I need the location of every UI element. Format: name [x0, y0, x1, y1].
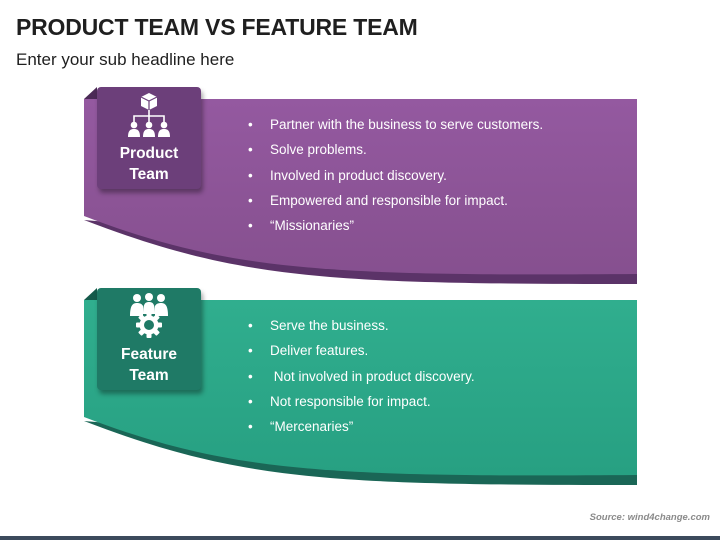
team-gear-icon [130, 293, 168, 338]
source-credit: Source: wind4change.com [589, 512, 710, 523]
bullet-text: Partner with the business to serve custo… [270, 117, 544, 132]
bullet-dot: • [248, 318, 253, 333]
product-team-label: Product Team [119, 145, 179, 183]
org-chart-icon [128, 93, 170, 137]
product-panel [84, 99, 637, 275]
bullet-dot: • [248, 117, 253, 132]
bullet-dot: • [248, 142, 253, 158]
bullet-dot: • [248, 192, 253, 208]
bottom-bar [0, 536, 720, 540]
bullet-text: “Mercenaries” [270, 419, 354, 435]
list-item: • Involved in product discovery. [246, 163, 543, 188]
feature-team-bullets: •Serve the business. •Deliver features. … [246, 313, 475, 439]
list-item: • “Mercenaries” [246, 414, 475, 439]
bullet-dot: • [248, 218, 253, 234]
list-item: • Partner with the business to serve cust… [246, 112, 543, 137]
feature-team-tab: Feature Team [97, 288, 201, 390]
feature-team-label: Feature Team [121, 346, 177, 384]
list-item: • Solve problems. [246, 137, 543, 162]
bullet-dot: • [248, 393, 253, 409]
bullet-dot: • [248, 419, 253, 435]
bullet-text: Not involved in product discovery. [270, 368, 475, 384]
feature-panel-fold [84, 288, 97, 300]
product-team-bullets: • Partner with the business to serve cust… [246, 112, 543, 238]
list-item: • Deliver features. [246, 338, 475, 363]
bullet-text: Involved in product discovery. [270, 167, 447, 183]
list-item: • Not responsible for impact. [246, 389, 475, 414]
bullet-text: “Missionaries” [270, 218, 355, 234]
feature-panel [84, 300, 637, 476]
product-panel-fold [84, 87, 97, 99]
list-item: • “Missionaries” [246, 213, 543, 238]
list-item: • Not involved in product discovery. [246, 364, 475, 389]
bullet-text: Serve the business. [270, 318, 389, 333]
page-title: PRODUCT TEAM VS FEATURE TEAM [16, 14, 418, 40]
bullet-text: Deliver features. [270, 343, 369, 359]
page-subtitle: Enter your sub headline here [16, 50, 235, 69]
product-team-tab: Product Team [97, 87, 201, 189]
list-item: • Empowered and responsible for impact. [246, 188, 543, 213]
list-item: • Serve the business. [246, 313, 475, 338]
bullet-dot: • [248, 343, 253, 359]
bullet-dot: • [248, 167, 253, 183]
bullet-text: Not responsible for impact. [270, 393, 431, 409]
bullet-text: Solve problems. [270, 142, 367, 158]
bullet-text: Empowered and responsible for impact. [270, 192, 508, 208]
bullet-dot: • [248, 368, 253, 384]
